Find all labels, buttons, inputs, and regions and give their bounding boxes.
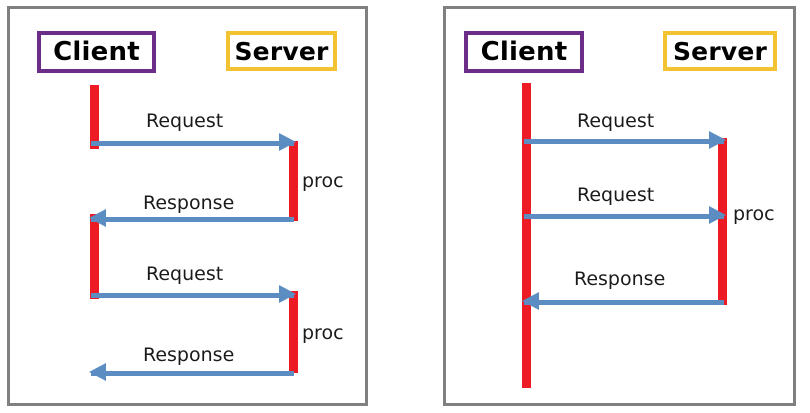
server-activation-bar-1: [289, 141, 298, 221]
arrow-shaft: [91, 293, 294, 298]
message-arrow-response-1: [522, 292, 724, 310]
processing-label-1: proc: [733, 203, 775, 225]
arrow-shaft: [91, 217, 294, 222]
arrow-shaft: [524, 300, 724, 305]
message-arrow-request-2: [91, 285, 296, 303]
message-label-response-1: Response: [574, 268, 666, 290]
message-label-request-1: Request: [146, 110, 224, 132]
lane-header-server: Server: [663, 31, 777, 71]
arrow-shaft: [91, 141, 294, 146]
client-activation-bar-1: [522, 83, 531, 388]
arrow-head-left-icon: [89, 363, 106, 381]
message-label-request-2: Request: [577, 184, 655, 206]
processing-label-1: proc: [302, 170, 344, 192]
arrow-shaft: [524, 214, 724, 219]
message-label-request-1: Request: [577, 110, 655, 132]
lane-header-server: Server: [226, 31, 337, 71]
arrow-head-right-icon: [709, 131, 726, 149]
message-label-request-2: Request: [146, 263, 224, 285]
arrow-head-right-icon: [279, 133, 296, 151]
message-arrow-request-1: [91, 133, 296, 151]
arrow-head-right-icon: [709, 206, 726, 224]
lane-header-client: Client: [464, 31, 584, 73]
arrow-shaft: [91, 371, 294, 376]
diagram-panel-left: Client Server Request proc Response Requ…: [7, 6, 368, 406]
message-arrow-response-2: [89, 363, 294, 381]
client-activation-bar-2: [90, 214, 99, 299]
message-arrow-request-1: [524, 131, 726, 149]
lane-header-client: Client: [37, 31, 156, 73]
server-activation-bar-2: [289, 291, 298, 373]
arrow-head-left-icon: [522, 292, 539, 310]
arrow-head-left-icon: [89, 209, 106, 227]
message-label-response-2: Response: [143, 344, 235, 366]
message-label-response-1: Response: [143, 192, 235, 214]
arrow-head-right-icon: [279, 285, 296, 303]
diagram-panel-right: Client Server Request Request proc Respo…: [443, 6, 796, 406]
processing-label-2: proc: [302, 322, 344, 344]
client-activation-bar-1: [90, 85, 99, 149]
arrow-shaft: [524, 139, 724, 144]
message-arrow-request-2: [524, 206, 726, 224]
message-arrow-response-1: [89, 209, 294, 227]
